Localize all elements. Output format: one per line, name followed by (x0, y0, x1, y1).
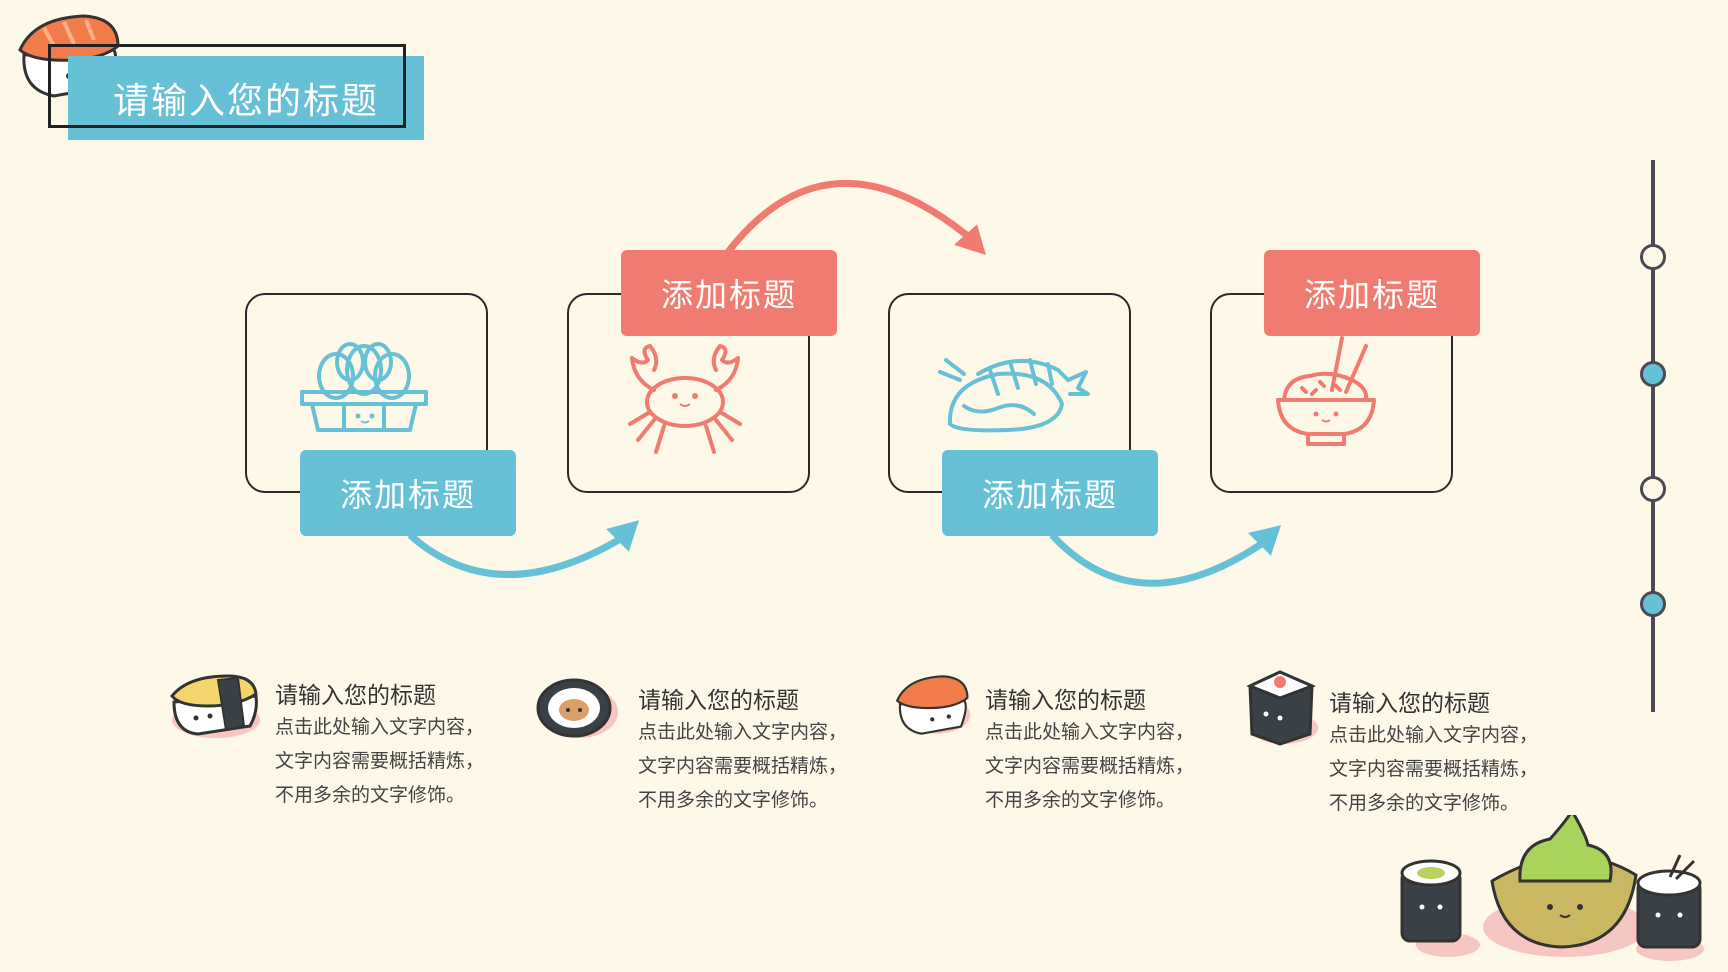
desc-line: 文字内容需要概括精炼， (638, 755, 848, 777)
desc-line: 点击此处输入文字内容， (275, 716, 485, 738)
desc-title-3: 请输入您的标题 (985, 688, 1146, 714)
step-tag-4: 添加标题 (1264, 250, 1480, 336)
shrimp-nigiri-icon (938, 358, 1090, 433)
desc-body-4: 点击此处输入文字内容， 文字内容需要概括精炼， 不用多余的文字修饰。 (1329, 718, 1538, 820)
desc-line: 不用多余的文字修饰。 (1329, 792, 1520, 814)
rice-bowl-icon (1276, 336, 1376, 446)
desc-line: 不用多余的文字修饰。 (275, 784, 466, 806)
desc-line: 文字内容需要概括精炼， (1329, 758, 1539, 780)
maki-roll-icon (536, 678, 618, 738)
desc-body-1: 点击此处输入文字内容， 文字内容需要概括精炼， 不用多余的文字修饰。 (275, 710, 484, 812)
desc-line: 不用多余的文字修饰。 (985, 789, 1176, 811)
title-frame (48, 44, 406, 128)
wasabi-sushi-decoration (1400, 815, 1704, 961)
salmon-sushi-icon (895, 675, 971, 735)
timeline-dot (1640, 591, 1666, 617)
desc-line: 点击此处输入文字内容， (638, 721, 848, 743)
timeline-line (1651, 160, 1655, 712)
desc-body-2: 点击此处输入文字内容， 文字内容需要概括精炼， 不用多余的文字修饰。 (638, 715, 847, 817)
step-tag-1: 添加标题 (300, 450, 516, 536)
step-tag-2: 添加标题 (621, 250, 837, 336)
timeline-dot (1640, 361, 1666, 387)
timeline-dot (1640, 476, 1666, 502)
step-tag-3: 添加标题 (942, 450, 1158, 536)
desc-line: 点击此处输入文字内容， (985, 721, 1195, 743)
crab-icon (628, 344, 742, 454)
desc-title-1: 请输入您的标题 (275, 683, 436, 709)
desc-body-3: 点击此处输入文字内容， 文字内容需要概括精炼， 不用多余的文字修饰。 (985, 715, 1194, 817)
desc-line: 文字内容需要概括精炼， (985, 755, 1195, 777)
desc-title-2: 请输入您的标题 (638, 688, 799, 714)
desc-line: 不用多余的文字修饰。 (638, 789, 829, 811)
egg-carton-icon (300, 342, 428, 432)
desc-title-4: 请输入您的标题 (1329, 691, 1490, 717)
timeline-dot (1640, 244, 1666, 270)
page-title: 请输入您的标题 (112, 81, 379, 122)
tamago-sushi-icon (170, 674, 260, 738)
desc-line: 点击此处输入文字内容， (1329, 724, 1539, 746)
desc-line: 文字内容需要概括精炼， (275, 750, 485, 772)
gunkan-sushi-icon (1246, 670, 1318, 746)
